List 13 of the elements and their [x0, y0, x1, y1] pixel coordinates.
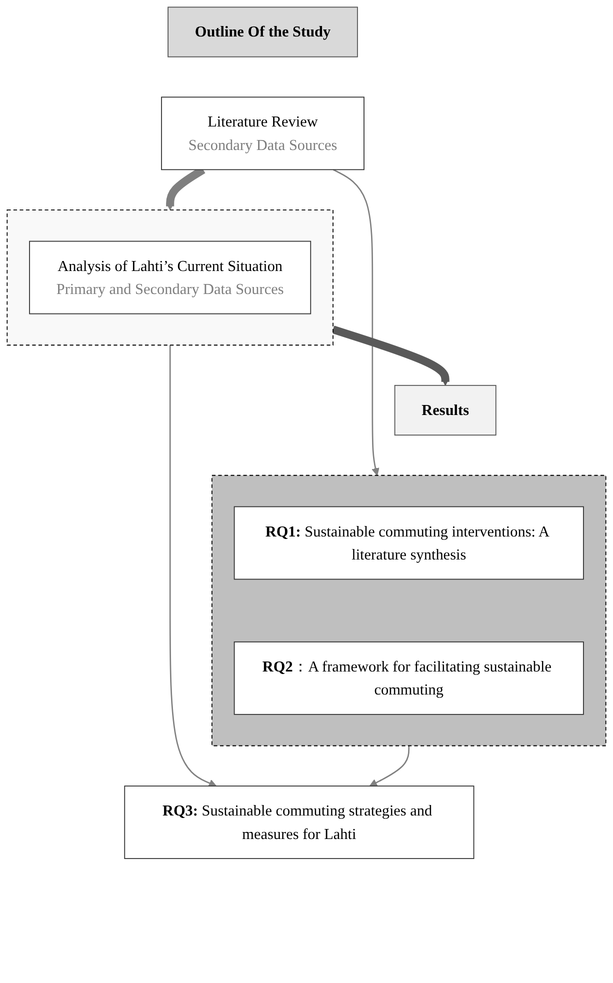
arrow: [369, 746, 410, 786]
node-box: Outline Of the Study: [168, 6, 358, 58]
node-box: RQ2：A framework for facilitating sustainable commuting: [234, 641, 584, 715]
arrow: [169, 345, 217, 787]
node-box: Results: [394, 384, 496, 436]
arrow: [332, 169, 380, 476]
node-box: Literature Review Secondary Data Sources: [161, 96, 364, 170]
node-box: RQ1: Sustainable commuting interventions: A literature synthesis: [234, 506, 584, 580]
arrow: [332, 326, 450, 386]
cluster: [6, 210, 334, 346]
node-box: Analysis of Lahti’s Current Situation Primary and Secondary Data Sources: [29, 240, 312, 314]
node-box: RQ3: Sustainable commuting strategies and measures for Lahti: [124, 786, 474, 859]
cluster: [211, 474, 606, 746]
